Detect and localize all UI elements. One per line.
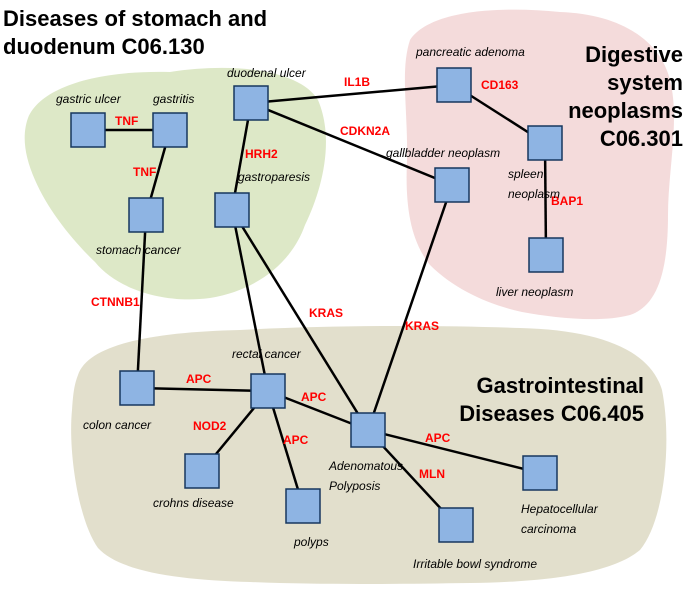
node-box-hepatocellular_carcinoma[interactable] (522, 455, 558, 491)
edge-label-adenomatous_polyposis-hepatocellular_carcinoma: APC (425, 431, 451, 445)
node-label-colon_cancer: colon cancer (83, 418, 152, 432)
node-box-pancreatic_adenoma[interactable] (436, 67, 472, 103)
node-label-line: spleen (508, 167, 544, 181)
node-label-line: neoplasm (508, 187, 560, 201)
edge-label-rectal_cancer-crohns_disease: NOD2 (193, 419, 227, 433)
node-label-gastritis: gastritis (153, 92, 194, 106)
node-label-line: liver neoplasm (496, 285, 573, 299)
node-box-rectal_cancer[interactable] (250, 373, 286, 409)
node-label-crohns_disease: crohns disease (153, 496, 234, 510)
node-box-spleen_neoplasm[interactable] (527, 125, 563, 161)
cluster-title-line: Gastrointestinal (477, 373, 644, 398)
node-label-line: carcinoma (521, 522, 577, 536)
nodes-layer (70, 67, 564, 543)
node-label-line: stomach cancer (96, 243, 182, 257)
node-label-line: Irritable bowl syndrome (413, 557, 537, 571)
node-label-gastroparesis: gastroparesis (238, 170, 310, 184)
edge-adenomatous_polyposis-hepatocellular_carcinoma (367, 428, 541, 475)
edge-label-duodenal_ulcer-gallbladder_neoplasm: CDKN2A (340, 124, 390, 138)
node-labels-layer: gastric ulcer gastritis duodenal ulcer gast… (56, 45, 599, 571)
node-label-line: duodenal ulcer (227, 66, 307, 80)
edge-label-stomach_cancer-colon_cancer: CTNNB1 (91, 295, 140, 309)
node-label-line: gastric ulcer (56, 92, 122, 106)
edge-gallbladder_neoplasm-adenomatous_polyposis (366, 184, 454, 431)
edge-label-rectal_cancer-adenomatous_polyposis: APC (301, 390, 327, 404)
node-label-line: rectal cancer (232, 347, 302, 361)
edge-label-gastroparesis-adenomatous_polyposis: KRAS (309, 306, 343, 320)
edge-label-colon_cancer-rectal_cancer: APC (186, 372, 212, 386)
cluster-title-stomach: Diseases of stomach and duodenum C06.130 (3, 6, 267, 59)
node-label-polyps: polyps (293, 535, 329, 549)
node-label-line: Hepatocellular (521, 502, 599, 516)
edge-stomach_cancer-colon_cancer (135, 214, 148, 389)
node-label-line: gallbladder neoplasm (386, 146, 500, 160)
node-label-liver_neoplasm: liver neoplasm (496, 285, 573, 299)
node-label-rectal_cancer: rectal cancer (232, 347, 302, 361)
cluster-title-line: Diseases of stomach and (3, 6, 267, 31)
edge-label-duodenal_ulcer-pancreatic_adenoma: IL1B (344, 75, 370, 89)
cluster-title-line: neoplasms (568, 98, 683, 123)
cluster-region-neoplasms (404, 9, 674, 320)
node-label-line: colon cancer (83, 418, 152, 432)
node-box-colon_cancer[interactable] (119, 370, 155, 406)
edge-gastroparesis-adenomatous_polyposis (230, 209, 370, 431)
node-box-duodenal_ulcer[interactable] (233, 85, 269, 121)
node-label-hepatocellular_carcinoma: Hepatocellular carcinoma (521, 502, 599, 536)
node-label-line: Polyposis (329, 479, 380, 493)
cluster-region-gi (71, 325, 667, 584)
node-label-pancreatic_adenoma: pancreatic adenoma (415, 45, 525, 59)
edge-label-spleen_neoplasm-liver_neoplasm: BAP1 (551, 194, 583, 208)
node-label-line: polyps (293, 535, 329, 549)
node-box-crohns_disease[interactable] (184, 453, 220, 489)
edge-gastroparesis-rectal_cancer (230, 209, 270, 392)
node-box-polyps[interactable] (285, 488, 321, 524)
edge-duodenal_ulcer-gallbladder_neoplasm (250, 101, 453, 187)
cluster-title-line: duodenum C06.130 (3, 34, 205, 59)
edge-label-gallbladder_neoplasm-adenomatous_polyposis: KRAS (405, 319, 439, 333)
node-label-line: Adenomatous (328, 459, 403, 473)
node-box-gastritis[interactable] (152, 112, 188, 148)
edge-label-rectal_cancer-polyps: APC (283, 433, 309, 447)
edge-rectal_cancer-polyps (266, 390, 305, 507)
node-label-line: gastritis (153, 92, 194, 106)
node-box-liver_neoplasm[interactable] (528, 237, 564, 273)
cluster-title-line: Diseases C06.405 (459, 401, 644, 426)
node-box-adenomatous_polyposis[interactable] (350, 412, 386, 448)
cluster-title-line: system (607, 70, 683, 95)
node-box-gastric_ulcer[interactable] (70, 112, 106, 148)
node-box-stomach_cancer[interactable] (128, 197, 164, 233)
cluster-title-line: Digestive (585, 42, 683, 67)
node-box-irritable_bowl_syndrome[interactable] (438, 507, 474, 543)
edge-duodenal_ulcer-pancreatic_adenoma (250, 83, 455, 105)
node-box-gastroparesis[interactable] (214, 192, 250, 228)
node-label-line: pancreatic adenoma (415, 45, 525, 59)
edge-label-gastritis-stomach_cancer: TNF (133, 165, 156, 179)
edge-label-gastric_ulcer-gastritis: TNF (115, 114, 138, 128)
node-label-spleen_neoplasm: spleen neoplasm (508, 167, 560, 201)
node-label-line: crohns disease (153, 496, 234, 510)
node-label-gastric_ulcer: gastric ulcer (56, 92, 122, 106)
edge-label-duodenal_ulcer-gastroparesis: HRH2 (245, 147, 278, 161)
node-label-line: gastroparesis (238, 170, 310, 184)
node-box-gallbladder_neoplasm[interactable] (434, 167, 470, 203)
node-label-duodenal_ulcer: duodenal ulcer (227, 66, 307, 80)
edge-duodenal_ulcer-gastroparesis (230, 102, 253, 211)
node-label-stomach_cancer: stomach cancer (96, 243, 182, 257)
edge-label-pancreatic_adenoma-spleen_neoplasm: CD163 (481, 78, 519, 92)
node-label-irritable_bowl_syndrome: Irritable bowl syndrome (413, 557, 537, 571)
node-label-gallbladder_neoplasm: gallbladder neoplasm (386, 146, 500, 160)
cluster-title-line: C06.301 (600, 126, 683, 151)
edge-spleen_neoplasm-liver_neoplasm (543, 142, 548, 256)
edge-colon_cancer-rectal_cancer (136, 386, 269, 393)
edge-label-adenomatous_polyposis-irritable_bowl_syndrome: MLN (419, 467, 445, 481)
